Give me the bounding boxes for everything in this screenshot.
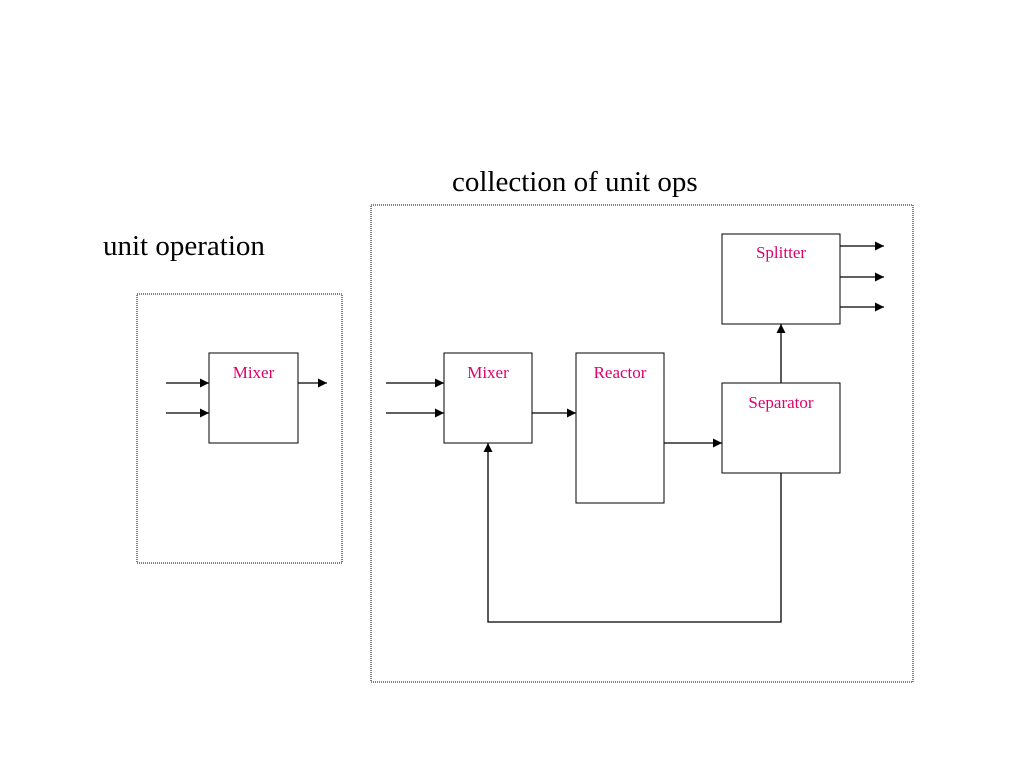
collection-title: collection of unit ops — [452, 166, 698, 198]
splitter-label: Splitter — [756, 243, 806, 262]
mixer-box — [443, 352, 533, 444]
reactor-label: Reactor — [594, 363, 647, 382]
unit-operation-title: unit operation — [103, 230, 265, 262]
collection-boundary — [370, 204, 914, 683]
separator-label: Separator — [748, 393, 813, 412]
single-mixer-label: Mixer — [233, 363, 275, 382]
unit-operation-boundary — [136, 293, 343, 564]
single-mixer-box — [208, 352, 299, 444]
mixer-label: Mixer — [467, 363, 509, 382]
reactor-box — [575, 352, 665, 504]
recycle-stream — [483, 443, 782, 623]
